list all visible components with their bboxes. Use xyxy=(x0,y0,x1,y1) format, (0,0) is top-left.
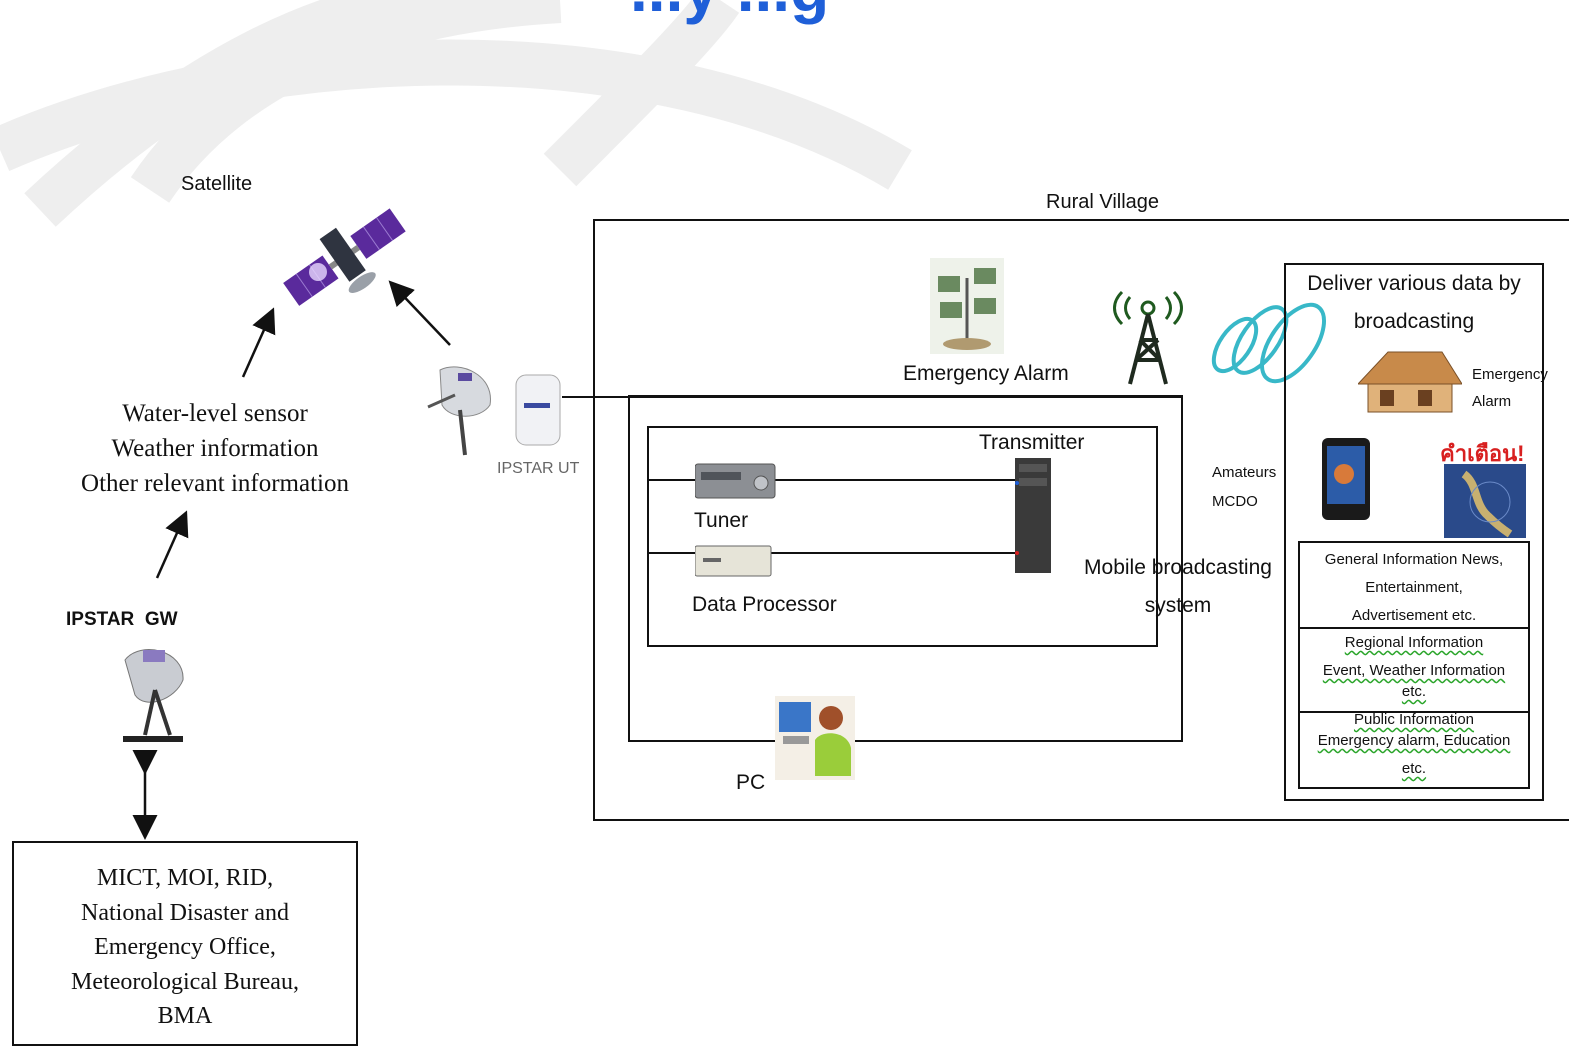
cell-line: General Information News, xyxy=(1324,551,1504,568)
arrow-info-to-satellite xyxy=(241,307,276,378)
data-processor-label: Data Processor xyxy=(692,593,837,616)
table-cell-public: Public Information Emergency alarm, Educ… xyxy=(1300,711,1528,789)
transmitter-icon xyxy=(1015,458,1051,573)
pc-user-icon xyxy=(775,696,855,780)
terminal-dish-icon xyxy=(427,366,561,456)
house-alarm-line: Emergency xyxy=(1472,366,1548,383)
transmitter-label: Transmitter xyxy=(979,431,1085,454)
house-alarm-line: Alarm xyxy=(1472,393,1512,410)
cell-line: Advertisement etc. xyxy=(1351,607,1477,624)
deliver-title-line: broadcasting xyxy=(1353,310,1475,333)
agency-line: Meteorological Bureau, xyxy=(71,968,299,995)
cell-line: etc. xyxy=(1401,683,1427,700)
alarm-tower-icon xyxy=(930,258,1004,354)
emergency-alarm-label: Emergency Alarm xyxy=(903,362,1069,385)
tuner-label: Tuner xyxy=(694,509,749,532)
terminal-label: IPSTAR UT xyxy=(497,460,580,477)
warning-text: คำเตือน! xyxy=(1440,441,1525,466)
network-box xyxy=(628,395,1183,742)
agency-line: National Disaster and xyxy=(81,899,289,926)
info-line: Other relevant information xyxy=(81,470,349,497)
deliver-title: Deliver various data by broadcasting xyxy=(1288,265,1540,341)
table-cell-regional: Regional Information Event, Weather Info… xyxy=(1300,627,1528,713)
village-box xyxy=(593,219,1569,821)
cell-line: Public Information xyxy=(1353,711,1475,728)
gateway-dish-icon xyxy=(123,649,184,742)
page-title: ...y ...g xyxy=(630,0,829,26)
info-table: General Information News, Entertainment,… xyxy=(1298,541,1530,789)
agencies-box: MICT, MOI, RID, National Disaster and Em… xyxy=(12,841,358,1046)
antenna-tower-icon xyxy=(1113,290,1183,385)
house-icon xyxy=(1358,351,1462,413)
info-list: Water-level sensor Weather information O… xyxy=(60,396,370,501)
mobile-system-line: system xyxy=(1144,594,1212,617)
cell-line: Entertainment, xyxy=(1365,579,1463,596)
arrow-terminal-to-satellite xyxy=(388,280,451,346)
cell-line: etc. xyxy=(1401,760,1427,777)
table-cell-general: General Information News, Entertainment,… xyxy=(1300,543,1528,627)
amateurs-line: Amateurs xyxy=(1212,464,1277,481)
amateurs-label: Amateurs MCDO xyxy=(1212,458,1276,516)
gateway-label: IPSTAR GW xyxy=(66,609,178,630)
cell-line: Emergency alarm, Education xyxy=(1317,732,1511,749)
house-alarm-label: Emergency Alarm xyxy=(1472,361,1548,415)
pc-label: PC xyxy=(736,771,766,794)
data-processor-icon xyxy=(695,545,772,577)
tuner-icon xyxy=(695,463,776,499)
deliver-box xyxy=(1284,263,1544,801)
info-line: Weather information xyxy=(111,435,319,462)
cell-line: Regional Information xyxy=(1344,634,1484,651)
agency-line: BMA xyxy=(157,1003,213,1029)
broadcast-waves-icon xyxy=(1211,302,1327,384)
arrow-gateway-to-info xyxy=(155,510,189,579)
satellite-icon xyxy=(283,208,406,306)
cell-line: Event, Weather Information xyxy=(1322,662,1506,679)
mobile-system-line: Mobile broadcasting xyxy=(1084,556,1272,579)
weather-map-icon xyxy=(1444,464,1526,538)
deliver-title-line: Deliver various data by xyxy=(1307,272,1521,295)
amateurs-line: MCDO xyxy=(1212,493,1258,510)
mobile-system-label: Mobile broadcasting system xyxy=(1068,549,1288,625)
satellite-label: Satellite xyxy=(181,173,253,195)
agency-line: MICT, MOI, RID, xyxy=(96,865,274,891)
broadcast-system-box xyxy=(647,426,1158,647)
agency-line: Emergency Office, xyxy=(94,934,276,960)
mobile-phone-icon xyxy=(1322,438,1370,520)
info-line: Water-level sensor xyxy=(122,400,308,427)
village-label: Rural Village xyxy=(1046,191,1160,213)
